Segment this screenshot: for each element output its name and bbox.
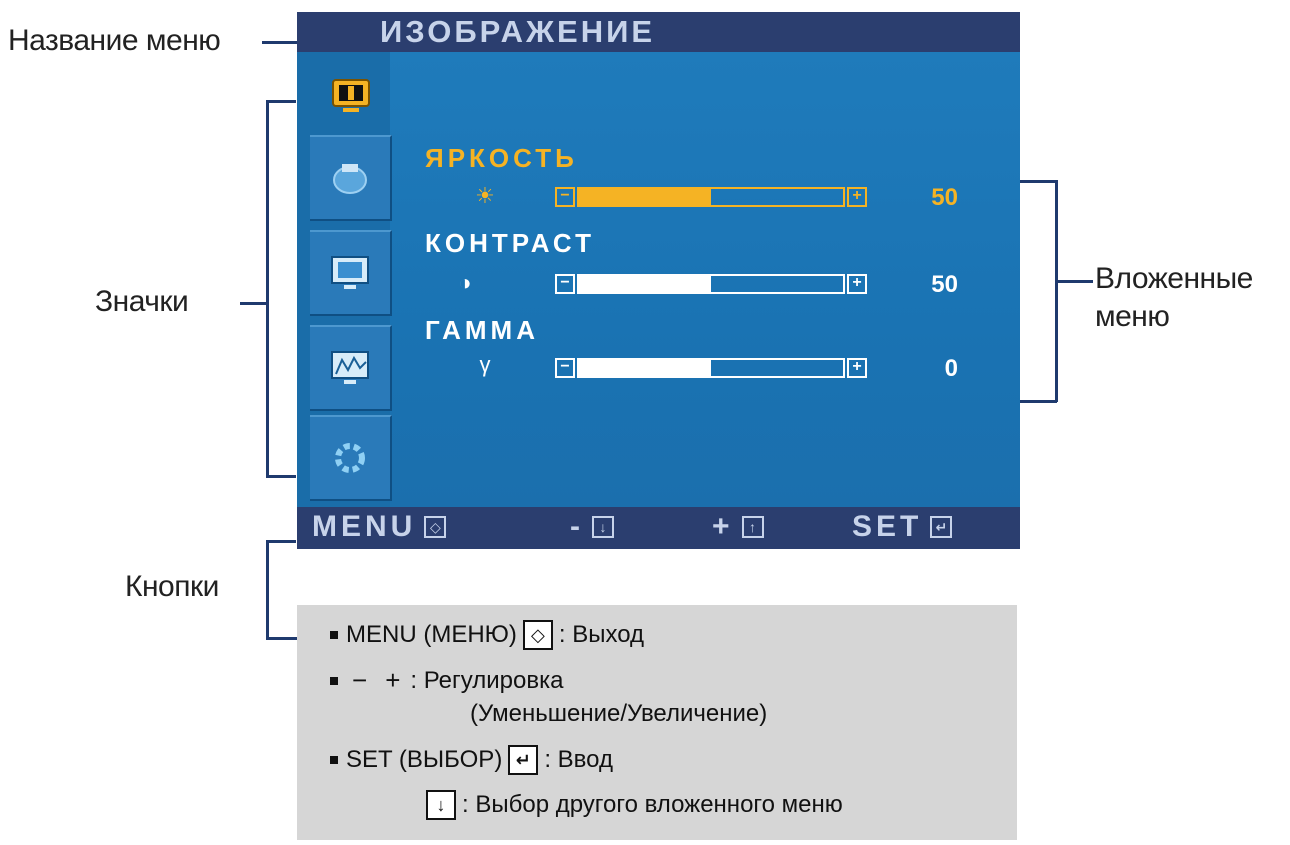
bracket-buttons-bottom (266, 637, 298, 640)
arrow-up-icon: ↑ (741, 516, 764, 538)
slider-track (577, 274, 845, 294)
osd-menu-button[interactable]: MENU ◇ (312, 510, 447, 544)
bullet (330, 756, 338, 764)
bracket-buttons (266, 540, 269, 640)
settings-gear-icon (335, 443, 365, 473)
legend-plus: + (385, 665, 401, 695)
osd-menu-title: ИЗОБРАЖЕНИЕ (380, 14, 656, 49)
plus-icon: + (847, 358, 867, 378)
legend-line-next: ↓ : Выбор другого вложенного меню (420, 790, 843, 820)
screen-adjust-icon (331, 256, 369, 289)
slider-fill (579, 360, 711, 376)
legend-adjust-desc: : Регулировка (410, 666, 564, 694)
legend-line-set: SET (ВЫБОР) ↵ : Ввод (330, 745, 613, 775)
gamma-slider[interactable]: − + (555, 357, 867, 379)
slider-fill (579, 276, 711, 292)
button-legend (297, 605, 1017, 840)
setting-label-contrast: КОНТРАСТ (425, 228, 595, 258)
slider-track (577, 187, 845, 207)
callout-buttons: Кнопки (125, 570, 219, 603)
bracket-submenus-bottom (1015, 400, 1057, 403)
osd-plus-button-label: + (712, 510, 734, 543)
sidebar-tab-settings[interactable] (310, 415, 392, 501)
legend-menu-desc: : Выход (558, 621, 645, 648)
callout-submenus-line2: меню (1095, 299, 1170, 333)
contrast-value: 50 (931, 271, 958, 298)
minus-icon: − (555, 358, 575, 378)
minus-icon: − (555, 274, 575, 294)
callout-icons: Значки (95, 285, 189, 318)
osd-minus-button-label: - (570, 510, 584, 543)
osd-menu-button-label: MENU (312, 510, 417, 543)
callout-submenus: Вложенные меню (1095, 260, 1253, 335)
connector-submenus (1057, 280, 1093, 283)
osd-title-bar (297, 12, 1020, 52)
sidebar-tab-screen[interactable] (310, 230, 392, 316)
contrast-icon: ◑ (458, 270, 472, 295)
plus-icon: + (847, 274, 867, 294)
legend-set-label: SET (ВЫБОР) (346, 746, 503, 773)
legend-line-adjust: − + : Регулировка (330, 665, 563, 696)
rgb-color-icon (333, 164, 367, 194)
osd-set-button-label: SET (852, 510, 923, 543)
osd-plus-button[interactable]: + ↑ (712, 510, 764, 544)
contrast-slider[interactable]: − + (555, 273, 867, 295)
bracket-icons-top (266, 100, 296, 103)
brightness-icon: ☀ (475, 183, 495, 208)
bullet (330, 676, 338, 685)
setting-label-brightness: ЯРКОСТЬ (425, 143, 578, 173)
legend-menu-label: MENU (МЕНЮ) (346, 621, 517, 648)
connector-icons (240, 302, 268, 305)
brightness-value: 50 (931, 184, 958, 211)
callout-menu-name: Название меню (8, 24, 221, 57)
connector-menu-name (262, 41, 297, 44)
exit-icon: ◇ (522, 620, 553, 650)
picture-mode-icon (331, 351, 369, 384)
bracket-submenus-top (1015, 180, 1057, 183)
legend-line-menu: MENU (МЕНЮ) ◇ : Выход (330, 620, 644, 650)
legend-adjust-sub: (Уменьшение/Увеличение) (470, 700, 768, 727)
arrow-down-icon: ↓ (592, 516, 614, 538)
osd-button-bar (297, 507, 1020, 549)
sidebar-tab-picture[interactable] (310, 62, 392, 132)
bracket-submenus (1055, 180, 1058, 402)
bullet (330, 631, 338, 639)
osd-set-button[interactable]: SET ↵ (852, 510, 953, 544)
legend-minus: − (352, 665, 368, 695)
sidebar-tab-picture-mode[interactable] (310, 325, 392, 411)
bracket-icons-bottom (266, 475, 296, 478)
gamma-icon: γ (479, 352, 491, 377)
osd-minus-button[interactable]: - ↓ (570, 510, 614, 544)
setting-label-gamma: ГАММА (425, 315, 539, 345)
monitor-icon (332, 79, 370, 112)
enter-icon: ↵ (508, 745, 539, 775)
callout-submenus-line1: Вложенные (1095, 262, 1253, 295)
plus-icon: + (847, 187, 867, 207)
gamma-value: 0 (944, 355, 958, 382)
legend-set-desc: : Ввод (544, 746, 613, 773)
exit-icon: ◇ (424, 516, 447, 538)
brightness-slider[interactable]: − + (555, 186, 867, 208)
bracket-buttons-top (266, 540, 296, 543)
minus-icon: − (555, 187, 575, 207)
arrow-down-icon: ↓ (426, 790, 456, 820)
slider-track (577, 358, 845, 378)
bracket-icons (266, 100, 269, 478)
sidebar-tab-color[interactable] (310, 135, 392, 221)
slider-fill (579, 189, 711, 205)
enter-icon: ↵ (930, 516, 953, 538)
legend-next-desc: : Выбор другого вложенного меню (462, 791, 843, 818)
